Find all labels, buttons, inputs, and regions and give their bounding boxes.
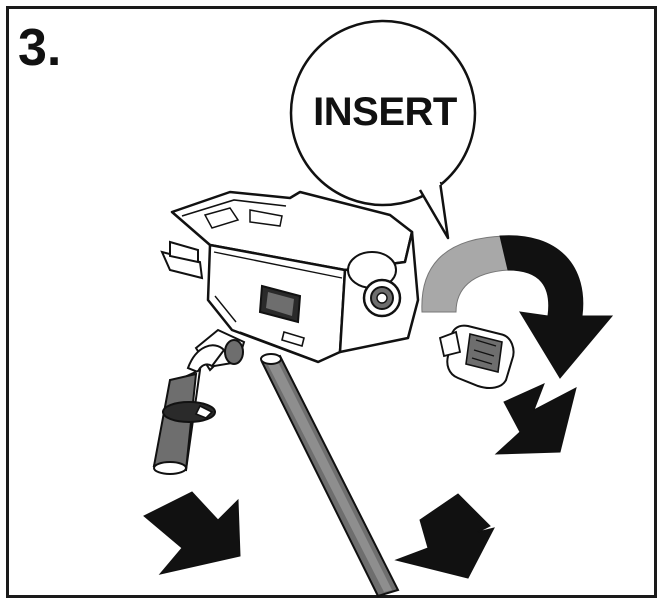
- knob-removal-arrow-icon: [494, 383, 577, 455]
- insert-callout-text: INSERT: [313, 90, 457, 134]
- curved-rotate-arrow-icon: [499, 235, 614, 379]
- angled-pipe-part: [152, 328, 246, 475]
- knob-part: [438, 324, 515, 389]
- long-tube-part: [260, 353, 400, 598]
- hydraulic-unit: [160, 190, 420, 364]
- speech-bubble: [289, 19, 477, 240]
- left-removal-arrow-icon: [143, 491, 241, 575]
- grey-rotate-arrow-icon: [421, 235, 511, 313]
- step-number: 3.: [18, 19, 62, 77]
- tube-removal-arrow-icon: [394, 493, 495, 579]
